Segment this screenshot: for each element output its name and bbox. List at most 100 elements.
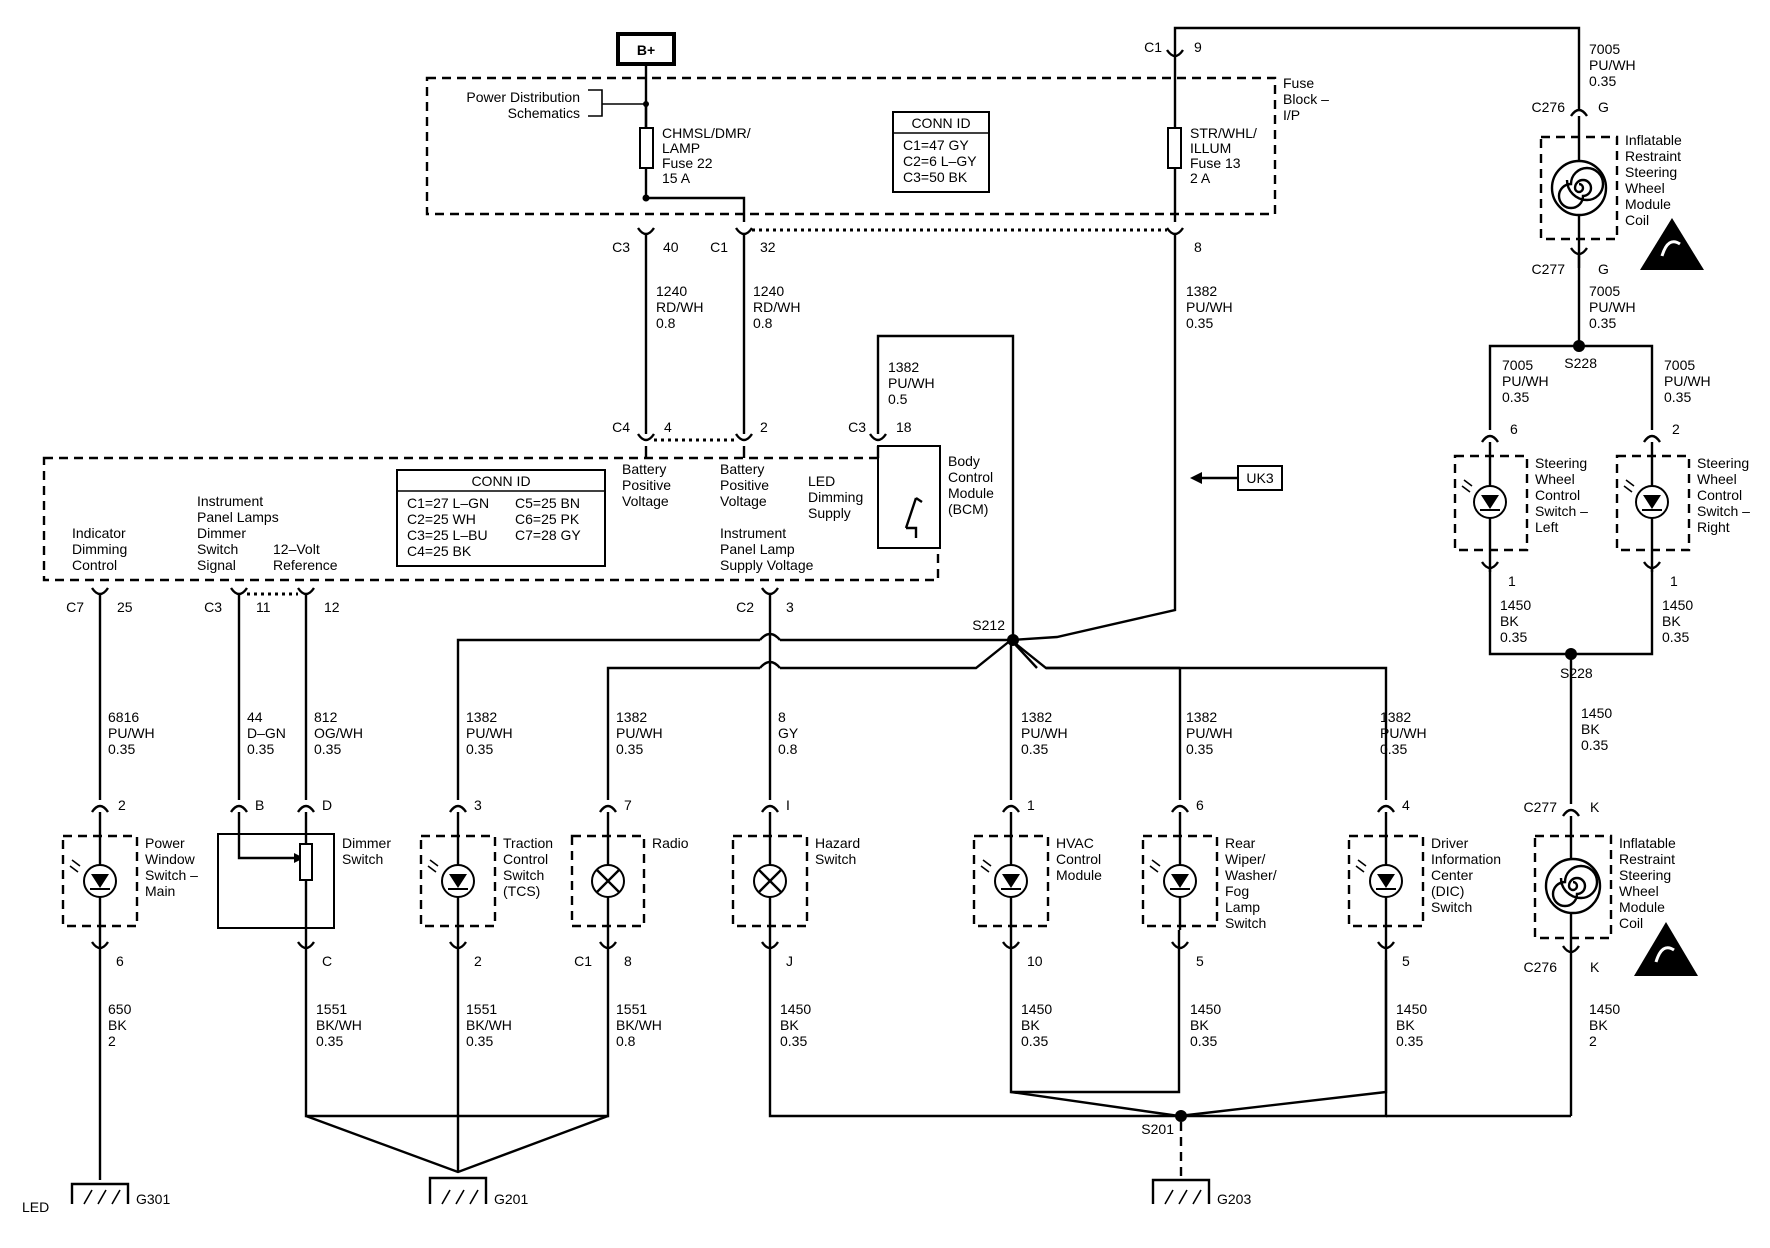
svg-text:Control: Control: [72, 557, 117, 573]
svg-text:1450: 1450: [1396, 1001, 1427, 1017]
svg-text:1382: 1382: [888, 359, 919, 375]
svg-text:0.35: 0.35: [1589, 73, 1616, 89]
svg-text:Switch –: Switch –: [1697, 503, 1750, 519]
fuse-block-label: Fuse Block – I/P: [1283, 75, 1329, 123]
svg-text:Body: Body: [948, 453, 980, 469]
svg-text:PU/WH: PU/WH: [1021, 725, 1068, 741]
svg-text:Center: Center: [1431, 867, 1473, 883]
svg-text:7005: 7005: [1589, 283, 1620, 299]
svg-text:Battery: Battery: [622, 461, 666, 477]
svg-text:Driver: Driver: [1431, 835, 1469, 851]
svg-text:8: 8: [1194, 239, 1202, 255]
svg-text:1: 1: [1670, 573, 1678, 589]
svg-text:1450: 1450: [1190, 1001, 1221, 1017]
svg-text:3: 3: [474, 797, 482, 813]
svg-text:0.35: 0.35: [616, 741, 643, 757]
svg-text:PU/WH: PU/WH: [616, 725, 663, 741]
radio: Radio: [570, 812, 689, 930]
svg-text:(BCM): (BCM): [948, 501, 988, 517]
svg-text:C2=25 WH: C2=25 WH: [407, 511, 476, 527]
conn-c276-pin-g: G: [1598, 99, 1609, 115]
svg-text:C7=28 GY: C7=28 GY: [515, 527, 581, 543]
power-source: B+: [616, 32, 676, 66]
svg-text:2: 2: [108, 1033, 116, 1049]
svg-text:BK: BK: [1589, 1017, 1608, 1033]
svg-text:Fuse: Fuse: [1283, 75, 1314, 91]
svg-text:PU/WH: PU/WH: [888, 375, 935, 391]
svg-text:J: J: [786, 953, 793, 969]
svg-text:HVAC: HVAC: [1056, 835, 1094, 851]
svg-text:Washer/: Washer/: [1225, 867, 1277, 883]
svg-text:7005: 7005: [1664, 357, 1695, 373]
svg-text:0.35: 0.35: [314, 741, 341, 757]
svg-text:2: 2: [474, 953, 482, 969]
svg-text:C2: C2: [736, 599, 754, 615]
svg-text:2 A: 2 A: [1190, 170, 1211, 186]
svg-text:Panel Lamps: Panel Lamps: [197, 509, 279, 525]
svg-text:Steering: Steering: [1619, 867, 1671, 883]
svg-text:Signal: Signal: [197, 557, 236, 573]
svg-text:OG/WH: OG/WH: [314, 725, 363, 741]
svg-text:6816: 6816: [108, 709, 139, 725]
svg-text:Switch: Switch: [815, 851, 856, 867]
conn-c3-18: C3: [848, 419, 866, 435]
svg-text:BK: BK: [780, 1017, 799, 1033]
svg-text:Schematics: Schematics: [508, 105, 580, 121]
svg-text:(DIC): (DIC): [1431, 883, 1464, 899]
power-distribution-ref: Power Distribution Schematics: [466, 89, 649, 121]
svg-text:BK: BK: [108, 1017, 127, 1033]
svg-text:Restraint: Restraint: [1619, 851, 1675, 867]
bcm-outline: [42, 456, 940, 582]
svg-text:C4=25 BK: C4=25 BK: [407, 543, 472, 559]
splice-s228-top: S228: [1564, 355, 1597, 371]
svg-text:0.8: 0.8: [753, 315, 773, 331]
svg-text:I/P: I/P: [1283, 107, 1300, 123]
svg-text:PU/WH: PU/WH: [1186, 725, 1233, 741]
svg-text:5: 5: [1196, 953, 1204, 969]
svg-text:BK/WH: BK/WH: [466, 1017, 512, 1033]
splice-s212: S212: [456, 617, 1388, 800]
svg-text:1382: 1382: [1021, 709, 1052, 725]
svg-text:812: 812: [314, 709, 338, 725]
svg-text:Instrument: Instrument: [197, 493, 263, 509]
conn-c4: C4: [612, 419, 630, 435]
svg-text:PU/WH: PU/WH: [1380, 725, 1427, 741]
svg-text:0.35: 0.35: [1589, 315, 1616, 331]
svg-text:S212: S212: [972, 617, 1005, 633]
conn-c277-k: C277: [1524, 799, 1558, 815]
svg-text:Switch: Switch: [503, 867, 544, 883]
svg-text:Module: Module: [1625, 196, 1671, 212]
svg-text:10: 10: [1027, 953, 1043, 969]
svg-text:0.35: 0.35: [316, 1033, 343, 1049]
svg-text:LED: LED: [808, 473, 835, 489]
svg-text:Coil: Coil: [1619, 915, 1643, 931]
svg-text:0.35: 0.35: [1500, 629, 1527, 645]
svg-text:C5=25 BN: C5=25 BN: [515, 495, 580, 511]
svg-text:1: 1: [1027, 797, 1035, 813]
svg-text:C3=25 L–BU: C3=25 L–BU: [407, 527, 488, 543]
svg-text:Positive: Positive: [720, 477, 769, 493]
svg-text:Wheel: Wheel: [1535, 471, 1575, 487]
svg-text:C1=27 L–GN: C1=27 L–GN: [407, 495, 489, 511]
svg-text:Main: Main: [145, 883, 175, 899]
svg-text:Positive: Positive: [622, 477, 671, 493]
svg-text:Switch: Switch: [197, 541, 238, 557]
conn-c1-label: C1: [1144, 39, 1162, 55]
svg-text:Control: Control: [948, 469, 993, 485]
svg-text:7005: 7005: [1502, 357, 1533, 373]
fuse-block-outline: [425, 76, 1277, 216]
svg-text:Radio: Radio: [652, 835, 689, 851]
